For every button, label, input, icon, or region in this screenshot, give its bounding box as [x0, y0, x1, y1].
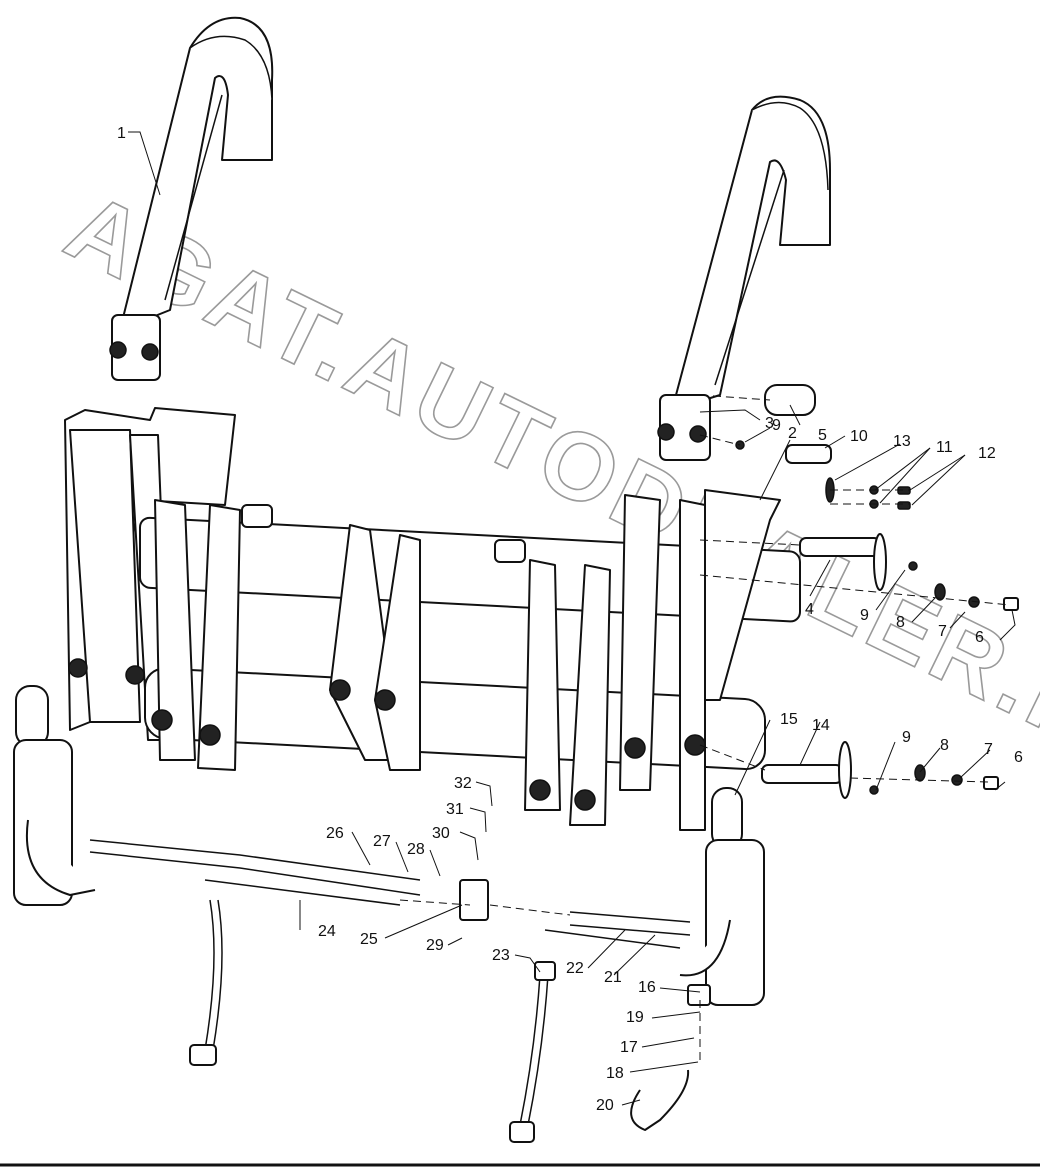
- callout-17: 17: [620, 1039, 638, 1056]
- callout-12: 12: [978, 445, 996, 462]
- callout-3: 3: [765, 415, 774, 432]
- callout-9a: 9: [772, 417, 781, 434]
- callout-15: 15: [780, 711, 798, 728]
- bushing-5: [764, 384, 816, 416]
- callout-7a: 7: [938, 623, 947, 640]
- bushing-10: [785, 444, 832, 464]
- callout-9c: 9: [902, 729, 911, 746]
- callout-4: 4: [805, 601, 814, 618]
- callout-27: 27: [373, 833, 391, 850]
- callout-21: 21: [604, 969, 622, 986]
- callout-5: 5: [818, 427, 827, 444]
- hydraulic-lines: [89, 839, 711, 1143]
- assembly-guide-lines: [399, 394, 1011, 1060]
- pin-4: [799, 537, 881, 557]
- callout-labels: 1 2 3 4 5 6 6 7 7 8 8 9 9 9 10 11 12 13 …: [117, 125, 1023, 1114]
- callout-13: 13: [893, 433, 911, 450]
- callout-16: 16: [638, 979, 656, 996]
- fork-tine-left: [109, 16, 274, 381]
- callout-32: 32: [454, 775, 472, 792]
- callout-6b: 6: [1014, 749, 1023, 766]
- callout-1: 1: [117, 125, 126, 142]
- callout-31: 31: [446, 801, 464, 818]
- callout-20: 20: [596, 1097, 614, 1114]
- callout-23: 23: [492, 947, 510, 964]
- callout-10: 10: [850, 428, 868, 445]
- callout-9b: 9: [860, 607, 869, 624]
- hydraulic-cylinder-left: [13, 685, 96, 906]
- callout-7b: 7: [984, 741, 993, 758]
- callout-18: 18: [606, 1065, 624, 1082]
- callout-11: 11: [936, 439, 953, 456]
- callout-14: 14: [812, 717, 830, 734]
- leader-lines: [128, 131, 1016, 1106]
- fork-tine-right: [657, 95, 831, 461]
- carriage-frame: [64, 407, 801, 831]
- callout-8b: 8: [940, 737, 949, 754]
- callout-25: 25: [360, 931, 378, 948]
- callout-29: 29: [426, 937, 444, 954]
- callout-30: 30: [432, 825, 450, 842]
- callout-8a: 8: [896, 614, 905, 631]
- pin-14: [761, 764, 843, 784]
- callout-6a: 6: [975, 629, 984, 646]
- callout-26: 26: [326, 825, 344, 842]
- callout-19: 19: [626, 1009, 644, 1026]
- callout-22: 22: [566, 960, 584, 977]
- callout-2: 2: [788, 425, 797, 442]
- hydraulic-cylinder-right: [679, 787, 765, 1006]
- callout-24: 24: [318, 923, 336, 940]
- callout-28: 28: [407, 841, 425, 858]
